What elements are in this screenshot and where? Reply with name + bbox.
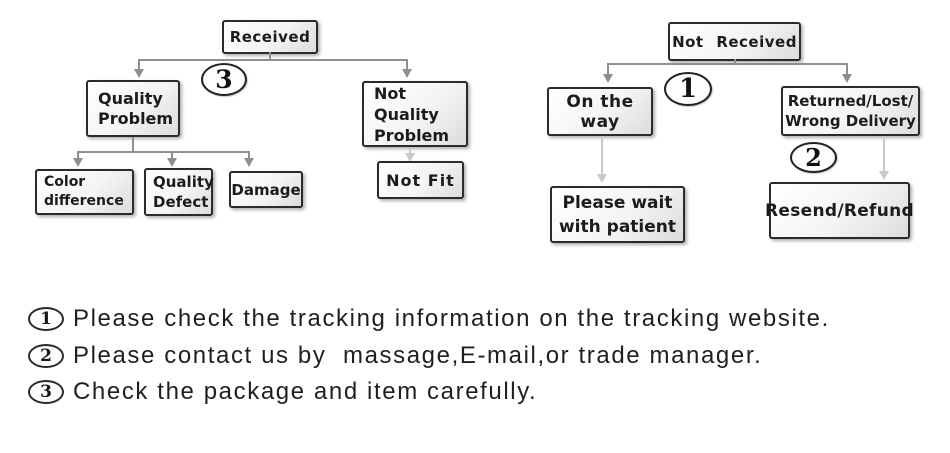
node-returned-lost-line2: Wrong Delivery bbox=[785, 112, 916, 130]
node-on-the-way: On the way bbox=[547, 87, 653, 136]
connector-quality-problem-stub bbox=[132, 137, 134, 152]
note-row-check: 3 Check the package and item carefully. bbox=[28, 378, 537, 406]
node-received: Received bbox=[222, 20, 318, 54]
connector-to-damage bbox=[248, 151, 250, 159]
node-quality-problem-line2: Problem bbox=[98, 108, 174, 128]
connector-to-color-difference bbox=[77, 151, 79, 159]
step-badge-2-number: 2 bbox=[805, 143, 822, 172]
connector-not-received-hline bbox=[607, 63, 848, 65]
node-on-the-way-label: On the way bbox=[566, 91, 634, 132]
connector-not-received-stub bbox=[734, 59, 736, 65]
node-resend-refund: Resend/Refund bbox=[765, 182, 914, 239]
note-bullet-3-number: 3 bbox=[40, 382, 52, 402]
note-text-check: Check the package and item carefully. bbox=[73, 378, 538, 405]
connector-to-quality-defect bbox=[171, 151, 173, 159]
note-text-tracking: Please check the tracking information on… bbox=[73, 305, 830, 332]
connector-to-quality-problem bbox=[138, 59, 140, 70]
node-received-label: Received bbox=[229, 28, 311, 46]
step-badge-2: 2 bbox=[790, 142, 837, 173]
connector-to-resend bbox=[883, 136, 885, 172]
node-not-received-label: Not Received bbox=[672, 32, 797, 51]
connector-to-on-the-way bbox=[607, 63, 609, 75]
node-quality-defect-line1: Quality bbox=[153, 173, 214, 191]
connector-to-returned bbox=[846, 63, 848, 75]
step-badge-3-number: 3 bbox=[215, 65, 233, 94]
connector-to-not-fit bbox=[409, 147, 411, 154]
node-quality-problem-line1: Quality bbox=[98, 88, 163, 108]
arrow-down-icon bbox=[73, 158, 83, 167]
step-badge-3: 3 bbox=[201, 63, 247, 96]
node-color-difference-line1: Color bbox=[44, 174, 86, 190]
node-returned-lost-line1: Returned/Lost/ bbox=[787, 92, 914, 110]
note-bullet-2: 2 bbox=[28, 344, 64, 368]
node-quality-problem: Quality Problem bbox=[86, 80, 180, 137]
node-please-wait-line1: Please wait bbox=[562, 192, 673, 213]
node-returned-lost: Returned/Lost/ Wrong Delivery bbox=[781, 86, 920, 136]
node-damage: Damage bbox=[229, 171, 303, 208]
node-not-fit-label: Not Fit bbox=[386, 170, 455, 190]
connector-to-not-quality-problem bbox=[406, 59, 408, 70]
connector-received-hline bbox=[138, 59, 407, 61]
node-not-quality-problem-line1: Not Quality bbox=[374, 83, 439, 124]
connector-received-stub bbox=[269, 52, 271, 60]
arrow-down-icon bbox=[405, 153, 415, 162]
node-not-quality-problem: Not Quality Problem bbox=[362, 81, 468, 147]
node-quality-defect-line2: Defect bbox=[153, 193, 209, 211]
note-row-contact: 2 Please contact us by massage,E-mail,or… bbox=[28, 342, 762, 370]
connector-quality-problem-hline bbox=[77, 151, 250, 153]
node-not-fit: Not Fit bbox=[377, 161, 464, 199]
node-color-difference: Color difference bbox=[35, 169, 134, 215]
note-text-contact: Please contact us by massage,E-mail,or t… bbox=[73, 342, 763, 369]
node-not-received: Not Received bbox=[668, 22, 801, 61]
node-please-wait-line2: with patient bbox=[558, 216, 677, 237]
note-bullet-3: 3 bbox=[28, 380, 64, 404]
arrow-down-icon bbox=[879, 171, 889, 180]
step-badge-1: 1 bbox=[664, 72, 712, 106]
arrow-down-icon bbox=[134, 69, 144, 78]
arrow-down-icon bbox=[167, 158, 177, 167]
arrow-down-icon bbox=[603, 74, 613, 83]
step-badge-1-number: 1 bbox=[678, 74, 698, 104]
arrow-down-icon bbox=[402, 69, 412, 78]
note-bullet-1: 1 bbox=[28, 307, 64, 331]
node-color-difference-line2: difference bbox=[44, 193, 124, 209]
note-bullet-2-number: 2 bbox=[40, 346, 52, 366]
node-please-wait: Please wait with patient bbox=[550, 186, 685, 243]
node-resend-refund-label: Resend/Refund bbox=[764, 200, 915, 221]
note-row-tracking: 1 Please check the tracking information … bbox=[28, 305, 830, 333]
arrow-down-icon bbox=[842, 74, 852, 83]
arrow-down-icon bbox=[597, 174, 607, 183]
node-quality-defect: Quality Defect bbox=[144, 168, 214, 216]
arrow-down-icon bbox=[244, 158, 254, 167]
connector-to-please-wait bbox=[601, 136, 603, 175]
node-damage-label: Damage bbox=[231, 180, 301, 199]
note-bullet-1-number: 1 bbox=[40, 309, 52, 329]
node-not-quality-problem-line2: Problem bbox=[374, 125, 450, 145]
